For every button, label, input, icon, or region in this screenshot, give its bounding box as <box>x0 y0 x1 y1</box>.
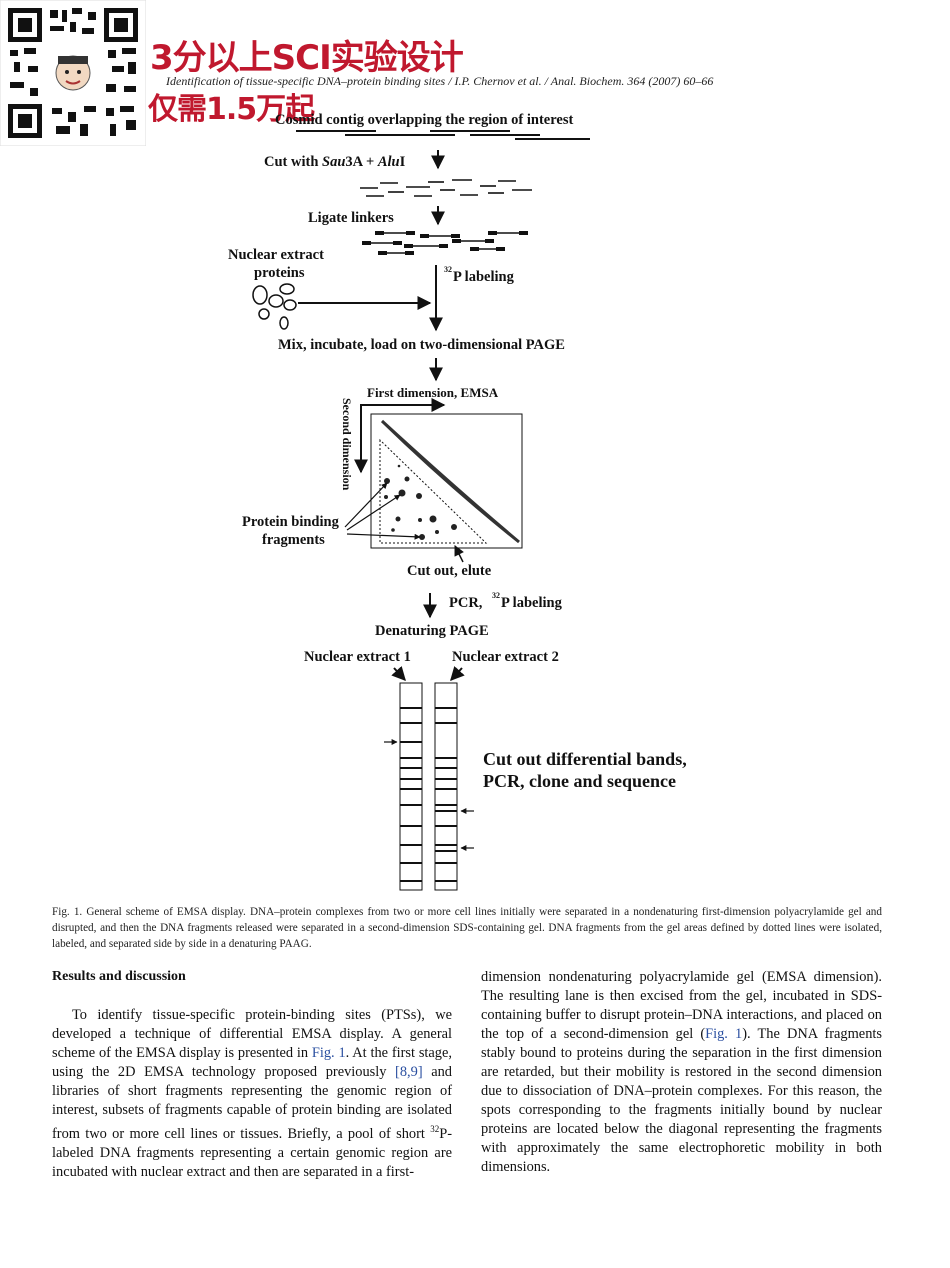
protein-blobs <box>252 283 297 330</box>
isotope-superscript: 32 <box>444 265 452 274</box>
protein-binding-pointers <box>344 482 421 540</box>
ligate-label: Ligate linkers <box>308 210 394 226</box>
body-column-right: dimension nondenaturing polyacrylamide g… <box>481 969 882 1175</box>
body-column-left: To identify tissue-specific protein-bind… <box>52 1007 452 1180</box>
fig1-reference-link-2[interactable]: Fig. 1 <box>705 1026 743 1042</box>
2d-gel <box>370 413 523 549</box>
arrow-extract-1 <box>391 665 406 682</box>
nuclear-extract-label-l2: proteins <box>254 265 305 281</box>
citation-8-9-link[interactable]: [8,9] <box>395 1064 423 1080</box>
cut-label: Cut with Sau3A + AluI <box>264 154 406 170</box>
arrow-cut-out <box>454 545 464 563</box>
cut-fragments <box>360 179 532 197</box>
pcr-isotope-superscript: 32 <box>492 591 500 600</box>
qr-code <box>0 0 146 146</box>
figure-caption: Fig. 1. General scheme of EMSA display. … <box>52 906 882 950</box>
differential-bands-label-l2: PCR, clone and sequence <box>483 771 676 791</box>
mix-label: Mix, incubate, load on two-dimensional P… <box>278 337 565 353</box>
pcr-label: PCR, <box>449 595 483 611</box>
first-dimension-label: First dimension, EMSA <box>367 385 499 400</box>
figure-1-scheme: Cosmid contig overlapping the region of … <box>228 112 687 891</box>
promo-line-2: 仅需1.5万起 <box>148 92 315 127</box>
promo-line-1: 3分以上SCI实验设计 <box>150 38 464 78</box>
arrow-extract-2 <box>450 665 465 682</box>
pcr-p-labeling-label: P labeling <box>501 595 563 611</box>
p-labeling-label: P labeling <box>453 269 515 285</box>
denaturing-page-label: Denaturing PAGE <box>375 623 489 639</box>
fig1-reference-link[interactable]: Fig. 1 <box>311 1045 346 1061</box>
section-heading: Results and discussion <box>52 969 186 984</box>
differential-bands-label-l1: Cut out differential bands, <box>483 749 687 769</box>
nuclear-extract-1-label: Nuclear extract 1 <box>304 649 411 665</box>
gel-lane-1 <box>399 682 423 891</box>
cosmid-label: Cosmid contig overlapping the region of … <box>275 112 573 128</box>
running-header: Identification of tissue-specific DNA–pr… <box>166 74 714 88</box>
protein-binding-label-l1: Protein binding <box>242 514 340 530</box>
nuclear-extract-label-l1: Nuclear extract <box>228 247 324 263</box>
cut-out-elute-label: Cut out, elute <box>407 563 492 579</box>
protein-binding-label-l2: fragments <box>262 532 325 548</box>
gel-lane-2 <box>434 682 458 891</box>
nuclear-extract-2-label: Nuclear extract 2 <box>452 649 559 665</box>
second-dimension-label: Second dimension <box>340 398 354 491</box>
ligated-fragments <box>362 231 528 255</box>
cosmid-contigs <box>296 130 590 140</box>
